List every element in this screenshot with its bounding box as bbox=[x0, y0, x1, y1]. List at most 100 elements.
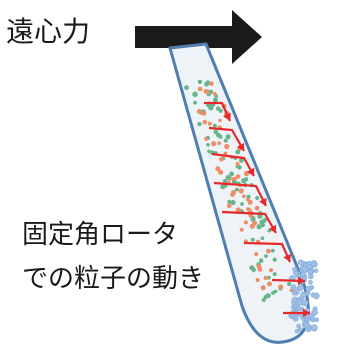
motion-arrow-head bbox=[297, 276, 305, 285]
particle-motion-arrows-icon bbox=[204, 101, 310, 318]
particle bbox=[235, 149, 241, 155]
particle bbox=[217, 141, 222, 146]
particle bbox=[217, 133, 222, 138]
particle bbox=[197, 79, 203, 85]
particle bbox=[225, 175, 231, 180]
particle bbox=[270, 248, 275, 253]
particle bbox=[208, 81, 214, 87]
sediment-particle bbox=[297, 284, 304, 291]
particle bbox=[202, 119, 208, 125]
sediment-particle bbox=[310, 260, 318, 267]
motion-arrow bbox=[208, 126, 245, 152]
particle bbox=[250, 216, 256, 222]
particle bbox=[197, 121, 202, 127]
particle bbox=[250, 237, 255, 242]
particle bbox=[243, 220, 248, 225]
particle bbox=[255, 195, 260, 201]
particle bbox=[213, 129, 219, 135]
particle bbox=[263, 275, 268, 281]
sediment-particle bbox=[303, 321, 309, 328]
sediment-particle bbox=[290, 284, 297, 290]
caption-line-2: での粒子の動き bbox=[22, 264, 205, 294]
particle bbox=[224, 143, 230, 150]
caption-line-1: 固定角ロータ bbox=[22, 220, 179, 250]
particle bbox=[259, 219, 265, 225]
sediment-particle bbox=[291, 296, 298, 303]
particle bbox=[218, 108, 223, 113]
particle bbox=[272, 257, 277, 262]
particle bbox=[254, 205, 260, 211]
sediment-particle bbox=[309, 285, 315, 290]
particle bbox=[287, 281, 292, 287]
particle bbox=[230, 199, 236, 206]
particle bbox=[227, 199, 232, 204]
particle bbox=[246, 194, 251, 199]
particle bbox=[266, 275, 271, 280]
particle bbox=[235, 161, 240, 167]
sediment-particle bbox=[294, 328, 300, 334]
particle bbox=[256, 264, 262, 269]
test-tube-icon bbox=[168, 42, 310, 344]
sediment-particle bbox=[311, 324, 318, 331]
particle bbox=[252, 220, 258, 226]
particle bbox=[266, 248, 271, 254]
sediment-particle bbox=[306, 263, 313, 270]
particle bbox=[207, 149, 211, 154]
particle bbox=[184, 85, 189, 91]
particle bbox=[206, 80, 210, 85]
motion-arrow bbox=[213, 181, 267, 207]
sediment-particle bbox=[293, 315, 299, 321]
particle bbox=[241, 178, 247, 184]
motion-arrow bbox=[221, 210, 277, 234]
particle bbox=[238, 188, 244, 194]
particle bbox=[201, 111, 207, 116]
particle bbox=[212, 123, 217, 128]
particle bbox=[218, 118, 222, 123]
sediment-particle bbox=[307, 279, 313, 285]
particle bbox=[230, 192, 235, 197]
sediment-particle bbox=[292, 267, 297, 272]
particle bbox=[212, 97, 218, 103]
particle bbox=[242, 194, 246, 199]
sediment-particle bbox=[308, 312, 315, 320]
particle bbox=[240, 202, 244, 206]
particle bbox=[225, 134, 231, 140]
particle bbox=[208, 89, 214, 95]
particle bbox=[235, 187, 239, 192]
particle bbox=[260, 236, 265, 240]
sediment-particle bbox=[312, 292, 320, 300]
particle bbox=[197, 86, 203, 92]
particle bbox=[247, 199, 253, 205]
particle bbox=[218, 169, 224, 175]
sediment-particle bbox=[301, 299, 309, 307]
sediment-particle bbox=[296, 305, 302, 311]
particle bbox=[226, 203, 232, 209]
motion-arrow-head bbox=[303, 308, 310, 318]
particle bbox=[223, 138, 228, 143]
centrifugal-force-label: 遠心力 bbox=[6, 15, 91, 48]
motion-arrow-head bbox=[246, 167, 255, 176]
motion-arrow-head bbox=[236, 142, 245, 151]
motion-arrow-head bbox=[223, 112, 231, 121]
particle bbox=[267, 281, 272, 287]
particle bbox=[264, 254, 268, 258]
motion-arrow-head bbox=[268, 224, 277, 233]
particle bbox=[272, 272, 277, 277]
particle bbox=[258, 258, 264, 264]
particle bbox=[211, 141, 217, 147]
motion-arrow-head bbox=[283, 253, 291, 262]
particle bbox=[260, 285, 266, 291]
particle bbox=[271, 290, 276, 295]
particle bbox=[231, 177, 236, 181]
particle bbox=[204, 137, 209, 141]
particle bbox=[256, 224, 262, 230]
particle bbox=[219, 157, 224, 162]
sediment-particle bbox=[313, 268, 319, 273]
particle bbox=[246, 207, 250, 212]
particle bbox=[251, 267, 256, 273]
sediment-particle bbox=[291, 290, 297, 296]
motion-arrow-head bbox=[259, 197, 267, 206]
particle bbox=[254, 252, 259, 257]
particle bbox=[257, 213, 263, 219]
